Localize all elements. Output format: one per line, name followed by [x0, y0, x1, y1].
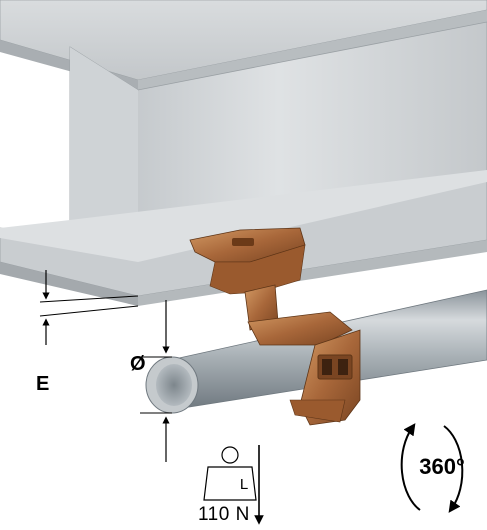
clip-grip-lower [209, 244, 306, 295]
load-force-label: 110 N [198, 504, 250, 525]
pipe-diameter-label: Ø [130, 353, 146, 375]
pipe-bore [156, 364, 192, 406]
rotation-label: 360° [419, 454, 465, 479]
pipe-diameter-dimension [140, 300, 172, 462]
pipe-clip [189, 227, 361, 426]
clip-band-bottom [289, 399, 346, 423]
load-symbol-label: L [239, 476, 249, 493]
i-beam [0, 0, 487, 306]
flange-thickness-dimension [39, 270, 139, 345]
top-flange-side [138, 10, 487, 90]
flange-thickness-label: E [36, 373, 50, 395]
clip-buckle-slot-right [338, 359, 348, 375]
bottom-flange-front [0, 262, 138, 306]
clip-slot [232, 238, 254, 246]
clip-band-top [247, 311, 353, 346]
weight-icon [203, 446, 257, 501]
rotation-arrows-icon [400, 423, 464, 513]
clip-buckle-slot-left [322, 359, 332, 375]
beam-web-face [70, 47, 138, 260]
bottom-flange-top [0, 170, 487, 262]
